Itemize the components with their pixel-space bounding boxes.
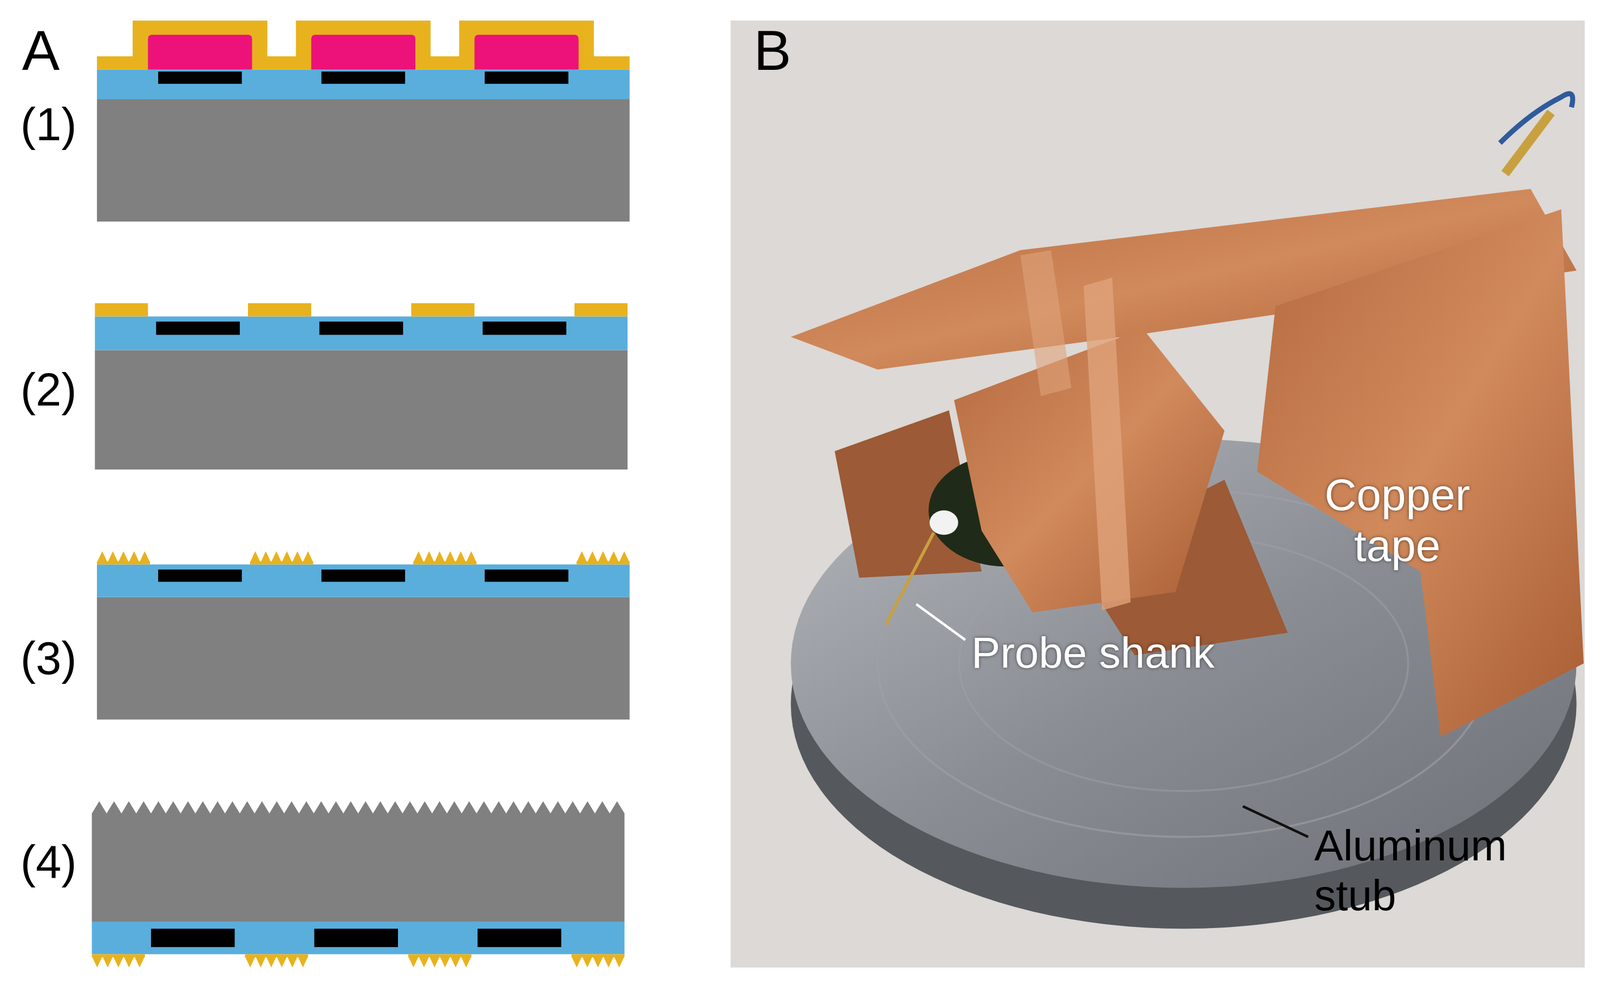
leader-line [916, 604, 965, 640]
insulator-layer [92, 921, 625, 955]
electrode [482, 321, 567, 335]
insulator-layer [96, 564, 630, 597]
electrode [484, 569, 569, 583]
substrate [96, 597, 630, 720]
resist [147, 34, 252, 70]
step-number: (1) [20, 98, 77, 152]
substrate [94, 350, 628, 470]
electrode [477, 928, 562, 948]
electrode [158, 71, 243, 84]
panel-letter: A [22, 18, 60, 84]
leader-line [1242, 806, 1309, 838]
copper-tape-highlight [1020, 250, 1072, 396]
part-label: Probe shank [971, 628, 1215, 678]
wire [1505, 112, 1552, 174]
gold-nanostructure [96, 551, 150, 563]
insulator-layer [96, 69, 630, 100]
electrode [151, 928, 235, 948]
gold-nanostructure [92, 956, 146, 968]
gold-pad [247, 303, 312, 317]
electrode [321, 71, 406, 84]
cross-section-step-2 [94, 303, 628, 470]
step-number: (4) [20, 836, 77, 890]
panel-letter: B [753, 18, 792, 84]
electrode [314, 928, 398, 948]
resist [311, 34, 416, 70]
gold-layer [96, 20, 630, 70]
probe-tip [929, 510, 959, 535]
copper-tape-strip [1083, 277, 1131, 611]
electrode [155, 321, 240, 335]
cross-section-step-3 [96, 551, 630, 720]
textured-substrate [92, 801, 625, 922]
copper-tape-strip [1257, 209, 1584, 737]
electrode [484, 71, 569, 84]
gold-nanostructure [408, 956, 472, 968]
step-number: (2) [20, 363, 77, 417]
photo-illustration [730, 20, 1585, 968]
part-label: Copper tape [1324, 469, 1471, 572]
insulator-layer [94, 316, 628, 350]
cross-section-step-4 [92, 801, 625, 968]
electrode [158, 569, 243, 583]
part-label: Aluminum stub [1314, 820, 1507, 921]
gold-nanostructure [413, 551, 477, 563]
gold-pad [410, 303, 475, 317]
resist [474, 34, 579, 70]
gold-nanostructure [571, 956, 625, 968]
substrate [96, 99, 630, 222]
cross-section-step-1 [96, 20, 630, 222]
gold-pad [94, 303, 148, 317]
gold-pad [574, 303, 628, 317]
step-number: (3) [20, 631, 77, 685]
electrode [319, 321, 404, 335]
photo-background [730, 20, 1585, 968]
gold-nanostructure [244, 956, 309, 968]
electrode [321, 569, 406, 583]
gold-nanostructure [250, 551, 314, 563]
gold-nanostructure [576, 551, 630, 563]
